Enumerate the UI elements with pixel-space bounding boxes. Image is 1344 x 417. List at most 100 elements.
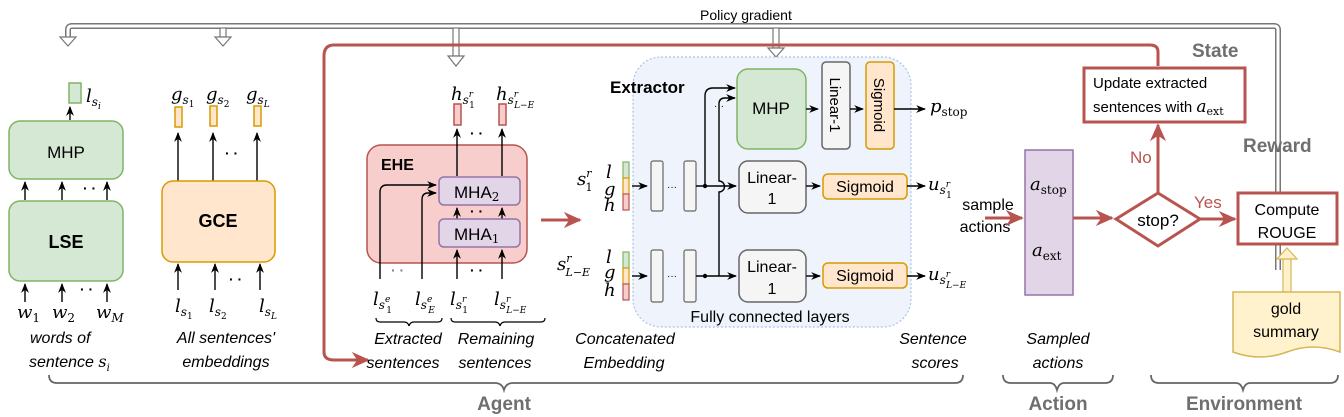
extractor-label: Extractor — [610, 78, 685, 97]
extractor-connectors: ··· — [696, 84, 737, 280]
lse-box — [8, 200, 124, 282]
mhp-label: MHP — [47, 143, 85, 162]
sigmoid-vertical-box — [865, 61, 895, 150]
g-segment-icon — [622, 177, 630, 195]
g-vector-icon — [209, 105, 218, 127]
compute-rouge-box — [1236, 191, 1339, 246]
lse-caption-2: sentence si — [29, 352, 110, 374]
fc-layer — [683, 160, 697, 212]
action-brace — [1002, 374, 1114, 394]
linear-row2-label: Linear- — [747, 259, 797, 276]
l-segment-icon — [622, 251, 630, 269]
no-label: No — [1130, 148, 1152, 167]
h-vector-icon — [453, 103, 462, 126]
l-segment-icon — [622, 161, 630, 179]
g-vector-icon — [253, 105, 262, 127]
scores-caption-2: scores — [911, 355, 958, 372]
gce-input-1: ls1 — [175, 296, 193, 322]
update-state-box — [1082, 66, 1247, 124]
a-ext-label: aext — [1032, 240, 1062, 263]
lsi-vector-icon — [68, 82, 82, 104]
sigmoid-vertical-label: Sigmoid — [870, 78, 887, 132]
word-input-M: wM — [96, 302, 124, 325]
svg-text:h: h — [604, 280, 616, 301]
sampled-actions-box — [1024, 149, 1074, 296]
lse-label: LSE — [48, 232, 83, 252]
gold-summary-document — [1232, 291, 1341, 358]
policy-arrow-gce — [213, 27, 233, 47]
update-state-line2: sentences with aext — [1093, 97, 1224, 118]
fc-layer — [683, 249, 697, 303]
fc-layer — [650, 160, 664, 212]
ellipsis: · · — [83, 180, 96, 196]
svg-text:· ·: · · — [470, 262, 483, 278]
svg-text:· ·: · · — [470, 203, 483, 219]
compute-rouge-line2: ROUGE — [1258, 225, 1317, 242]
concat-caption-1: Concatenated — [575, 331, 676, 348]
state-loop-connector — [322, 43, 1160, 369]
remaining-caption-1: Remaining — [458, 331, 535, 348]
compute-rouge-line1: Compute — [1255, 202, 1320, 219]
environment-brace — [1150, 374, 1339, 394]
svg-text:· ·: · · — [80, 281, 93, 297]
policy-gradient-label: Policy gradient — [700, 7, 792, 23]
extracted-caption-2: sentences — [367, 355, 440, 372]
mha1-label: MHA1 — [454, 225, 499, 246]
reward-title: Reward — [1243, 136, 1312, 157]
lse-caption-1: words of — [30, 330, 92, 347]
extracted-brace — [375, 317, 443, 327]
svg-text:l: l — [606, 247, 612, 268]
svg-text:· ·: · · — [229, 271, 242, 287]
svg-text:· ·: · · — [391, 262, 404, 278]
h-segment-icon — [622, 193, 630, 211]
gold-summary-line1: gold — [1271, 301, 1301, 318]
a-stop-label: astop — [1030, 174, 1067, 197]
gce-output-L: gsL — [246, 84, 270, 110]
action-caption-1: Sampled — [1026, 331, 1090, 348]
action-label: Action — [1028, 394, 1087, 415]
svg-text:···: ··· — [714, 101, 724, 112]
svg-text:lsi: lsi — [86, 86, 101, 112]
svg-text:···: ··· — [667, 271, 677, 282]
gce-module: gs1 gs2 gsL · · GCE · · ls1 ls2 lsL All … — [161, 84, 277, 371]
word-input-1: w1 — [17, 302, 40, 325]
svg-text:···: ··· — [667, 182, 677, 193]
svg-text:l: l — [606, 162, 612, 183]
fc-layer — [650, 249, 664, 303]
gold-to-rouge-arrow — [1275, 247, 1299, 293]
update-state-line1: Update extracted — [1093, 75, 1207, 92]
mha2-box — [438, 176, 521, 206]
policy-gradient-connector — [58, 23, 1281, 270]
scores-caption-1: Sentence — [899, 331, 967, 348]
svg-text:g: g — [604, 179, 616, 200]
sample-actions-label-1: sample — [962, 197, 1014, 214]
sample-actions-label-2: actions — [960, 219, 1011, 236]
extractor-mhp-label: MHP — [752, 99, 790, 118]
sigmoid-row1-label: Sigmoid — [836, 179, 894, 196]
gce-caption-2: embeddings — [182, 354, 269, 371]
lse-module: lsi MHP · · LSE · · w1 w2 wM words of se… — [8, 82, 124, 374]
svg-text:· ·: · · — [470, 125, 483, 141]
linear-row1-label: Linear- — [747, 170, 797, 187]
svg-text:1: 1 — [768, 281, 777, 298]
mhp-box — [8, 120, 124, 180]
remaining-brace — [450, 317, 546, 327]
gce-input-L: lsL — [259, 296, 277, 322]
g-vector-icon — [174, 106, 183, 128]
extracted-caption-1: Extracted — [374, 331, 443, 348]
svg-text:sr1: sr1 — [577, 167, 593, 194]
linear-vertical-label: Linear-1 — [826, 77, 843, 132]
g-segment-icon — [622, 267, 630, 285]
svg-text:h: h — [604, 195, 616, 216]
svg-text:1: 1 — [768, 191, 777, 208]
mha1-box — [438, 218, 521, 248]
lse-output-base: l — [86, 86, 92, 107]
action-caption-2: actions — [1033, 355, 1084, 372]
agent-brace — [48, 374, 964, 394]
